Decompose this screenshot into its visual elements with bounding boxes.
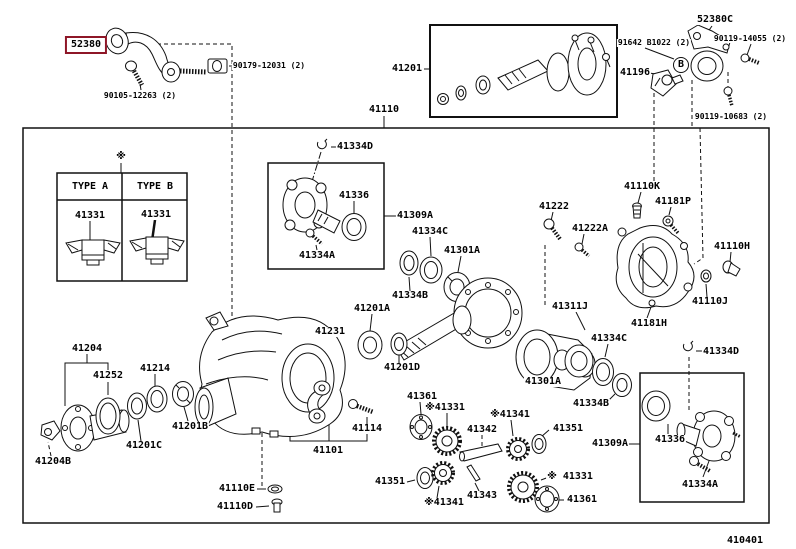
side-gear-shaft-right-frame <box>639 372 745 503</box>
drawing-diff-internals <box>409 414 560 513</box>
part-label-41341-pinion-upper: ※41341 <box>489 409 531 420</box>
part-label-41351-right: 41351 <box>551 423 585 434</box>
part-label-type-b-header: TYPE B <box>135 181 175 192</box>
part-label-41361-right: 41361 <box>565 494 599 505</box>
part-label-41342: 41342 <box>465 424 499 435</box>
part-label-41334D-left: 41334D <box>335 141 375 152</box>
drawing-41309A-right-flange <box>641 340 742 473</box>
part-label-52380C: 52380C <box>695 14 735 25</box>
drawing-41196-bracket <box>650 69 684 97</box>
part-label-41181H: 41181H <box>629 318 669 329</box>
drawing-type-b-part <box>129 236 185 265</box>
part-label-91642-B1022: 91642 B1022 (2) <box>616 38 692 47</box>
part-label-41101: 41101 <box>311 445 345 456</box>
part-label-41181P: 41181P <box>653 196 693 207</box>
drawing-small-plugs <box>267 202 741 513</box>
part-label-41201D: 41201D <box>382 362 422 373</box>
part-label-41110E: 41110E <box>217 483 257 494</box>
drawing-52380-bracket <box>105 27 228 87</box>
part-label-41214: 41214 <box>138 363 172 374</box>
drawing-41181H-cover <box>615 225 695 309</box>
part-label-41361-left: 41361 <box>405 391 439 402</box>
part-label-41204B: 41204B <box>33 456 73 467</box>
part-label-41201A: 41201A <box>352 303 392 314</box>
part-label-41343: 41343 <box>465 490 499 501</box>
part-label-90119-14055: 90119-14055 (2) <box>712 34 788 43</box>
type-table <box>56 172 188 282</box>
part-label-41110J: 41110J <box>690 296 730 307</box>
part-label-ref-mark: ※ <box>115 151 127 162</box>
part-label-41110: 41110 <box>367 104 401 115</box>
pinion-assy-frame <box>429 24 618 118</box>
part-label-41231: 41231 <box>313 326 347 337</box>
figure-code: 410401 <box>725 535 765 546</box>
part-label-41341-pinion-lower: ※41341 <box>423 497 465 508</box>
part-label-41331-side-gear-right: ※ 41331 <box>546 471 594 482</box>
drawing-41309A-left-coupling <box>282 138 367 246</box>
part-label-41196: 41196 <box>618 67 652 78</box>
part-label-connector-b: B <box>677 59 685 70</box>
part-label-41331-type-a: 41331 <box>73 210 107 221</box>
part-label-41110H: 41110H <box>712 241 752 252</box>
part-label-41110K: 41110K <box>622 181 662 192</box>
part-label-41201C: 41201C <box>124 440 164 451</box>
part-label-41334B-lower: 41334B <box>571 398 611 409</box>
drawing-type-a-part <box>65 239 121 266</box>
part-label-41252: 41252 <box>91 370 125 381</box>
drawing-41201-pinion-assy <box>437 32 611 105</box>
drawing-41101-bracket-and-bolt <box>307 380 374 424</box>
drawing-companion-flange-group <box>40 381 194 452</box>
part-label-41331-type-b: 41331 <box>139 209 173 220</box>
part-label-41336-right: 41336 <box>653 434 687 445</box>
drawing-diff-bearings-right <box>564 344 632 397</box>
part-label-41204: 41204 <box>70 343 104 354</box>
part-label-41222A: 41222A <box>570 223 610 234</box>
part-label-90119-10683: 90119-10683 (2) <box>693 112 769 121</box>
part-label-41334C-lower: 41334C <box>589 333 629 344</box>
part-label-41301A-lower: 41301A <box>523 376 563 387</box>
part-label-41309A-right: 41309A <box>590 438 630 449</box>
main-frame <box>22 127 770 524</box>
part-label-41201B: 41201B <box>170 421 210 432</box>
part-label-41334C-upper: 41334C <box>410 226 450 237</box>
part-label-41334D-right: 41334D <box>701 346 741 357</box>
part-label-41336-left: 41336 <box>337 190 371 201</box>
part-label-41334B-upper: 41334B <box>390 290 430 301</box>
part-label-41351-left: 41351 <box>373 476 407 487</box>
part-label-41334A-right: 41334A <box>680 479 720 490</box>
highlighted-part-label: 52380 <box>64 36 108 54</box>
part-label-41331-side-gear-left: ※41331 <box>424 402 466 413</box>
part-label-41222: 41222 <box>537 201 571 212</box>
part-label-41309A-left: 41309A <box>395 210 435 221</box>
part-label-41311J: 41311J <box>550 301 590 312</box>
drawing-52380C-mount <box>673 24 760 107</box>
part-label-90179-12031: 90179-12031 (2) <box>231 61 307 70</box>
part-label-90105-12263: 90105-12263 (2) <box>102 91 178 100</box>
part-label-41114: 41114 <box>350 423 384 434</box>
part-label-type-a-header: TYPE A <box>70 181 110 192</box>
part-label-41110D: 41110D <box>215 501 255 512</box>
part-label-41334A-left: 41334A <box>297 250 337 261</box>
part-label-41301A-upper: 41301A <box>442 245 482 256</box>
part-label-41201: 41201 <box>390 63 424 74</box>
drawing-ring-gear-and-pinion <box>395 277 523 361</box>
